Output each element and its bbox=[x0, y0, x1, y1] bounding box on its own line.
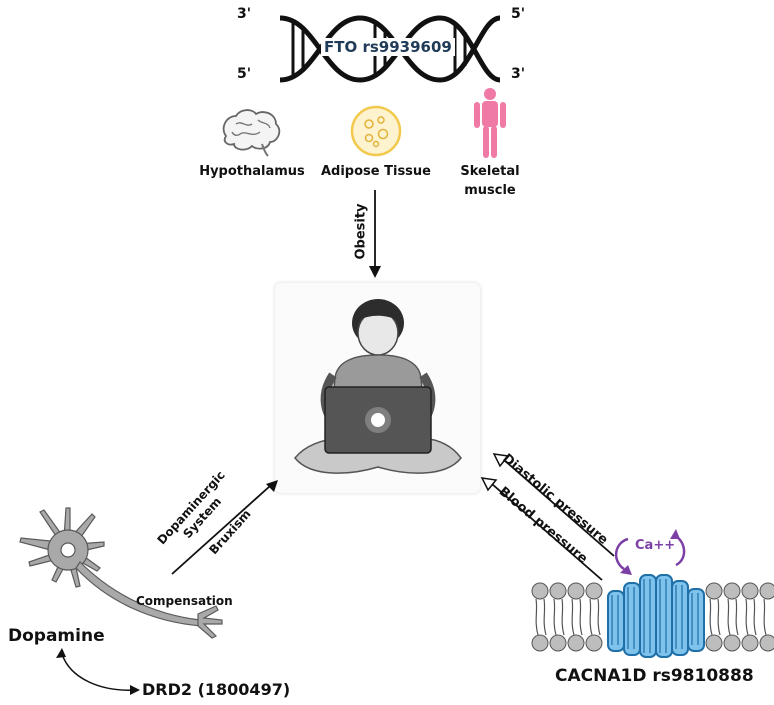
dopaminergic-arrow bbox=[171, 480, 278, 575]
drd2-label: DRD2 (1800497) bbox=[142, 680, 291, 699]
diastolic-arrow bbox=[492, 453, 615, 557]
dna-end-top-left: 3' bbox=[237, 6, 252, 22]
cacna1d-label: CACNA1D rs9810888 bbox=[555, 666, 754, 686]
obesity-label: Obesity bbox=[353, 203, 369, 260]
dna-gene-label: FTO rs9939609 bbox=[321, 38, 455, 56]
brain-icon bbox=[222, 109, 281, 157]
dna-end-top-right: 5' bbox=[511, 6, 526, 22]
organ-label-adipose: Adipose Tissue bbox=[320, 164, 431, 179]
dna-end-bottom-left: 5' bbox=[237, 66, 252, 82]
dopamine-label: Dopamine bbox=[8, 626, 105, 646]
calcium-ion-label: Ca++ bbox=[635, 538, 676, 553]
human-body-icon bbox=[474, 88, 506, 158]
child-figure-icon bbox=[294, 299, 462, 474]
neuron-icon bbox=[19, 507, 223, 639]
organ-label-skeletal-muscle: Skeletal muscle bbox=[440, 162, 540, 200]
blood-pressure-arrow bbox=[480, 477, 603, 581]
organ-label-skeletal-muscle-text: Skeletal muscle bbox=[460, 164, 520, 198]
fat-cell-icon bbox=[350, 105, 402, 157]
organ-label-hypothalamus: Hypothalamus bbox=[199, 164, 305, 179]
child-laptop-illustration bbox=[275, 283, 480, 493]
calcium-channel-icon bbox=[531, 529, 774, 658]
compensation-label: Compensation bbox=[136, 594, 233, 608]
dna-end-bottom-right: 3' bbox=[511, 66, 526, 82]
dopamine-drd2-curved-arrow bbox=[56, 648, 140, 695]
dna-helix-group: 3' 5' 5' 3' FTO rs9939609 bbox=[225, 0, 545, 95]
obesity-arrow bbox=[369, 190, 381, 278]
